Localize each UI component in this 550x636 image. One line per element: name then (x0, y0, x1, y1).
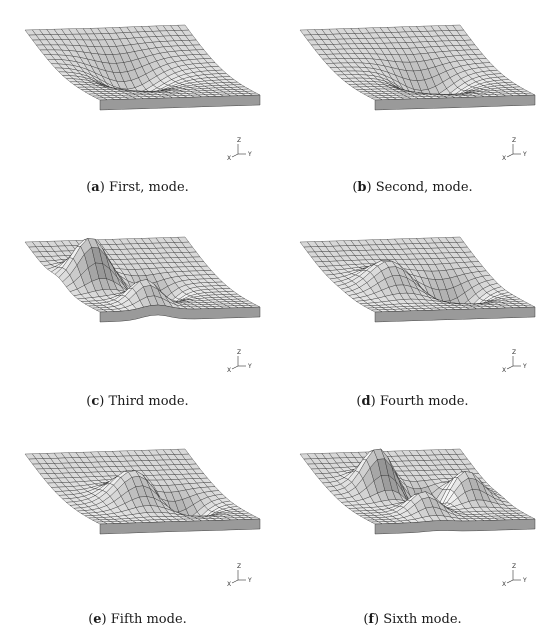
axis-label-x-a: X (227, 155, 231, 162)
panel-c: Z X Y (c) Third mode. (0, 212, 275, 424)
axis-label-x-d: X (502, 367, 506, 374)
caption-letter-b: b (357, 180, 367, 195)
panel-d: Z X Y (d) Fourth mode. (275, 212, 550, 424)
caption-text-d: Fourth mode. (379, 394, 469, 409)
axis-triad-f: Z X Y (502, 563, 527, 588)
mesh-c (24, 236, 261, 323)
axis-label-y-d: Y (522, 363, 527, 370)
panel-e: Z X Y (e) Fifth mode. (0, 424, 275, 636)
caption-e: (e) Fifth mode. (88, 612, 187, 627)
caption-text-e: Fifth mode. (110, 612, 187, 627)
axis-label-x-c: X (227, 367, 231, 374)
axis-label-x-f: X (502, 581, 506, 588)
caption-d: (d) Fourth mode. (356, 394, 469, 409)
mesh-f (299, 448, 536, 535)
axis-label-y-c: Y (247, 363, 252, 370)
caption-letter-a: a (91, 180, 100, 195)
axis-label-z-e: Z (237, 563, 241, 570)
panel-f: Z X Y (f) Sixth mode. (275, 424, 550, 636)
axis-label-z-f: Z (512, 563, 516, 570)
mesh-a (24, 24, 261, 111)
mesh-plot-e: Z X Y (24, 448, 261, 588)
axis-triad-e: Z X Y (227, 563, 252, 588)
caption-letter-f: f (368, 612, 374, 627)
mesh-plot-c: Z X Y (24, 236, 261, 374)
panel-a: Z X Y (a) First, mode. (0, 0, 275, 212)
axis-label-z-c: Z (237, 349, 241, 356)
caption-a: (a) First, mode. (86, 180, 189, 195)
axis-triad-d: Z X Y (502, 349, 527, 374)
caption-f: (f) Sixth mode. (363, 612, 462, 627)
panel-b: Z X Y (b) Second, mode. (275, 0, 550, 212)
axis-label-x-e: X (227, 581, 231, 588)
axis-label-z-d: Z (512, 349, 516, 356)
caption-text-b: Second, mode. (375, 180, 473, 195)
axis-triad-c: Z X Y (227, 349, 252, 374)
axis-label-z-b: Z (512, 137, 516, 144)
axis-label-z-a: Z (237, 137, 241, 144)
caption-text-c: Third mode. (108, 394, 189, 409)
mesh-d (299, 236, 536, 323)
mesh-plot-b: Z X Y (299, 24, 536, 162)
axis-triad-b: Z X Y (502, 137, 527, 162)
axis-label-y-f: Y (522, 577, 527, 584)
mesh-b (299, 24, 536, 111)
mesh-plot-f: Z X Y (299, 448, 536, 588)
caption-text-a: First, mode. (108, 180, 189, 195)
caption-c: (c) Third mode. (86, 394, 189, 409)
mesh-e (24, 448, 261, 535)
axis-label-y-e: Y (247, 577, 252, 584)
caption-text-f: Sixth mode. (383, 612, 462, 627)
caption-letter-d: d (361, 394, 371, 409)
axis-label-y-a: Y (247, 151, 252, 158)
axis-triad-a: Z X Y (227, 137, 252, 162)
axis-label-x-b: X (502, 155, 506, 162)
mesh-plot-d: Z X Y (299, 236, 536, 374)
axis-label-y-b: Y (522, 151, 527, 158)
mesh-plot-a: Z X Y (24, 24, 261, 162)
caption-b: (b) Second, mode. (352, 180, 473, 195)
caption-letter-e: e (93, 612, 102, 627)
caption-letter-c: c (91, 394, 100, 409)
